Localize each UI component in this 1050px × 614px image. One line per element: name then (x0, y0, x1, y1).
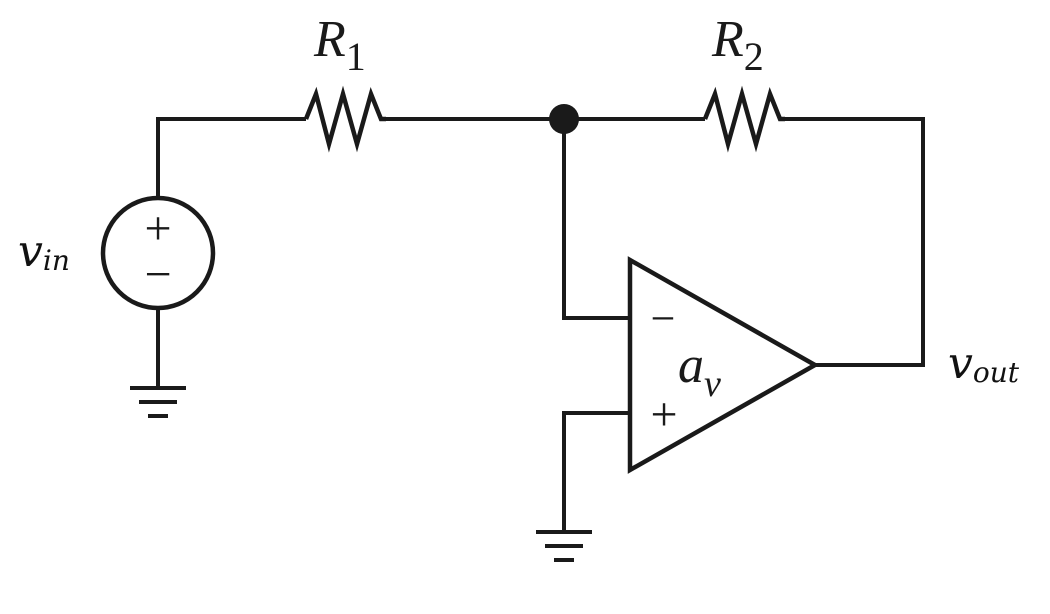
voltage-source-circle (100, 195, 216, 311)
voltage-source: + − (100, 195, 216, 311)
label-vout-main: v (948, 338, 973, 389)
op-amp-triangle (627, 256, 820, 474)
label-r2-symbol: R (711, 11, 744, 68)
source-minus-sign: − (144, 248, 171, 301)
op-amp-gain-sub: v (704, 363, 721, 405)
junction-node (549, 104, 579, 134)
op-amp: − + av (627, 256, 820, 474)
op-amp-inverting-sign: − (651, 294, 676, 343)
label-r1-symbol: R (313, 11, 346, 68)
label-vout-sub: out (973, 356, 1020, 389)
source-plus-sign: + (144, 202, 171, 255)
wire-source-to-r1 (156, 117, 306, 198)
label-vout: vout (948, 338, 1020, 389)
resistor-r2-zigzag (702, 85, 785, 153)
op-amp-gain-label: av (678, 337, 721, 405)
resistor-r1 (303, 85, 386, 153)
label-r1: R1 (313, 11, 366, 79)
op-amp-gain-main: a (678, 337, 704, 394)
label-r1-subscript: 1 (346, 34, 366, 79)
resistor-r2 (702, 85, 785, 153)
wire-feedback (785, 117, 925, 367)
op-amp-noninverting-sign: + (650, 388, 677, 441)
wire-noninverting-to-ground (562, 411, 630, 532)
label-vin-main: v (18, 226, 43, 277)
label-vin: vin (18, 226, 70, 277)
wire-node-to-inverting-input (562, 119, 630, 320)
resistor-r1-zigzag (303, 85, 386, 153)
ground-source (130, 386, 186, 418)
label-vin-sub: in (43, 244, 70, 277)
wires (156, 117, 925, 532)
label-r2: R2 (711, 11, 764, 79)
label-r2-subscript: 2 (744, 34, 764, 79)
ground-opamp (536, 530, 592, 562)
